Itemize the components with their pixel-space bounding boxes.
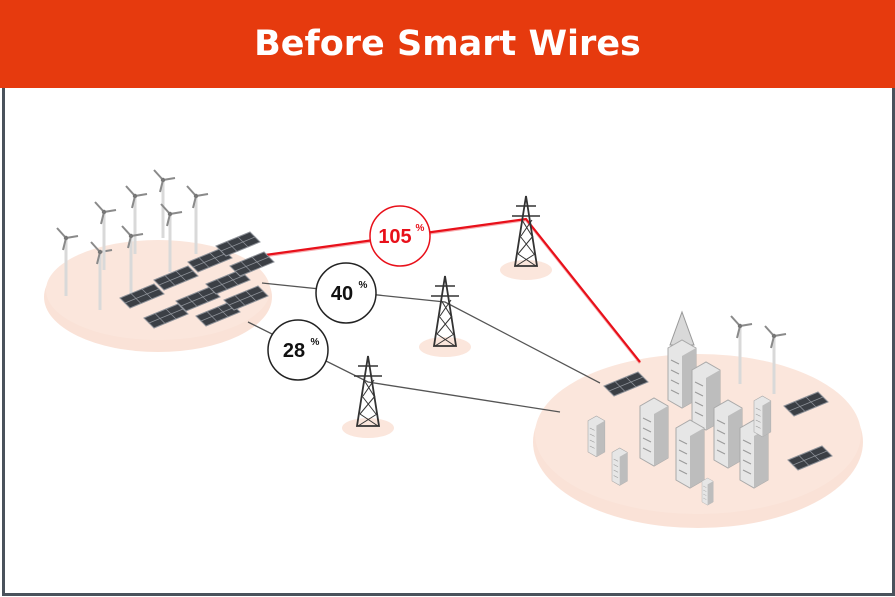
tower-base xyxy=(500,260,552,280)
transmission-line-overloaded xyxy=(257,217,642,364)
line-load-label-40: 40 % xyxy=(315,262,377,324)
transmission-tower-icon xyxy=(430,275,460,347)
line-load-label-28: 28 % xyxy=(267,319,329,381)
line-load-value: 40 xyxy=(331,283,353,305)
line-load-value: 28 xyxy=(283,340,305,362)
line-load-value: 105 xyxy=(378,226,411,248)
tower-base xyxy=(342,418,394,438)
line-load-unit: % xyxy=(416,223,425,234)
line-load-label-105: 105 % xyxy=(369,205,431,267)
page-title: Before Smart Wires xyxy=(254,24,641,64)
title-banner: Before Smart Wires xyxy=(0,0,895,88)
transmission-tower-icon xyxy=(353,355,383,427)
line-load-unit: % xyxy=(311,337,320,348)
line-load-unit: % xyxy=(359,280,368,291)
city-buildings xyxy=(587,310,772,506)
tower-base xyxy=(419,337,471,357)
